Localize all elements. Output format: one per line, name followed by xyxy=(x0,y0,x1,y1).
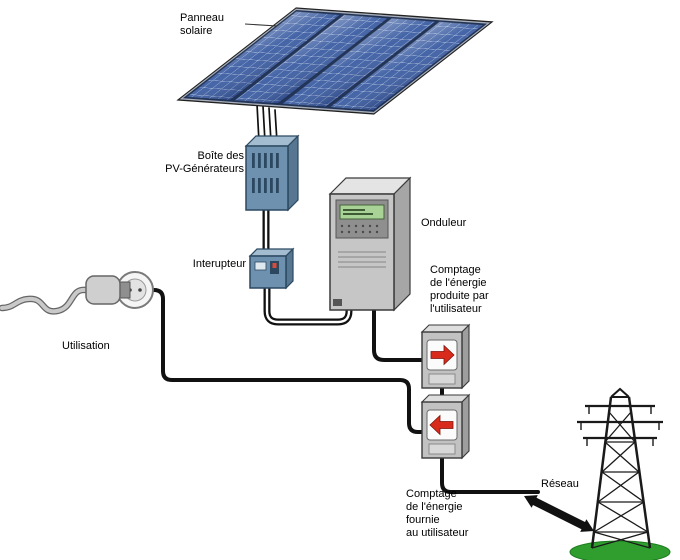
label-meter-supplied: Comptage xyxy=(406,488,457,500)
inverter-vents xyxy=(338,251,386,268)
inverter-cable-gland xyxy=(333,299,342,306)
panel-label-pointer-line xyxy=(244,23,278,27)
pv-box-vents xyxy=(252,153,279,193)
meter-supplied xyxy=(420,393,471,460)
label-meter-produced: l'utilisateur xyxy=(430,303,482,315)
socket-hole xyxy=(138,288,142,292)
lcd-text-line xyxy=(343,209,365,211)
tower-crossarms xyxy=(577,404,663,440)
label-grid: Réseau xyxy=(541,478,579,490)
usage-plug-socket xyxy=(0,271,154,315)
switch-front-face xyxy=(249,255,287,289)
label-meter-supplied: fournie xyxy=(406,514,440,526)
label-meter-produced: de l'énergie xyxy=(430,277,487,289)
solar-panel-modules xyxy=(184,10,486,112)
meter1-side-face xyxy=(461,323,470,390)
inverter-buttons xyxy=(340,224,379,234)
label-meter-supplied: au utilisateur xyxy=(406,527,469,539)
pv-box-side-face xyxy=(287,134,299,212)
meter2-top-face xyxy=(420,394,471,403)
inverter xyxy=(328,176,412,312)
meter2-side-face xyxy=(461,393,470,460)
grid-exchange-arrow xyxy=(524,495,594,532)
label-usage: Utilisation xyxy=(62,340,110,352)
cable-switch-to-inverter xyxy=(263,280,353,326)
tower-peak xyxy=(610,387,630,398)
transmission-tower xyxy=(577,387,663,549)
meter-produced xyxy=(420,323,471,390)
arrowhead-down-right xyxy=(580,519,594,532)
label-inverter: Onduleur xyxy=(421,217,467,229)
tower-lattice xyxy=(591,411,651,549)
label-meter-supplied: de l'énergie xyxy=(406,501,463,513)
label-solar-panel: solaire xyxy=(180,25,212,37)
cable-socket-to-meter2 xyxy=(146,288,428,434)
switch-lever xyxy=(272,263,277,268)
arrow-left-icon xyxy=(429,414,454,436)
label-solar-panel: Panneau xyxy=(180,12,224,24)
plug-body xyxy=(85,275,121,305)
label-meter-produced: Comptage xyxy=(430,264,481,276)
label-pv-box: PV-Générateurs xyxy=(165,163,244,175)
ground-mound xyxy=(569,540,671,560)
pv-generator-box xyxy=(244,134,300,212)
lcd-text-line xyxy=(343,213,373,215)
cables xyxy=(146,103,540,494)
inverter-lcd-display xyxy=(339,204,385,220)
inverter-side-face xyxy=(393,176,411,312)
meter1-top-face xyxy=(420,324,471,333)
label-switch: Interupteur xyxy=(193,258,247,270)
meter1-register xyxy=(428,373,456,385)
cable-inverter-to-meter1 xyxy=(372,304,430,362)
switch-side-face xyxy=(285,247,294,290)
label-meter-produced: produite par xyxy=(430,290,489,302)
arrowhead-up-left xyxy=(524,495,538,508)
switch-display xyxy=(254,261,267,271)
cable-meter2-to-grid xyxy=(440,452,540,494)
meter2-register xyxy=(428,443,456,455)
arrow-right-icon xyxy=(430,344,455,366)
label-pv-box: Boîte des xyxy=(198,150,245,162)
tower-insulators xyxy=(580,406,660,446)
switch-box xyxy=(248,247,295,290)
solar-panel xyxy=(176,7,494,115)
power-cord xyxy=(0,287,88,314)
